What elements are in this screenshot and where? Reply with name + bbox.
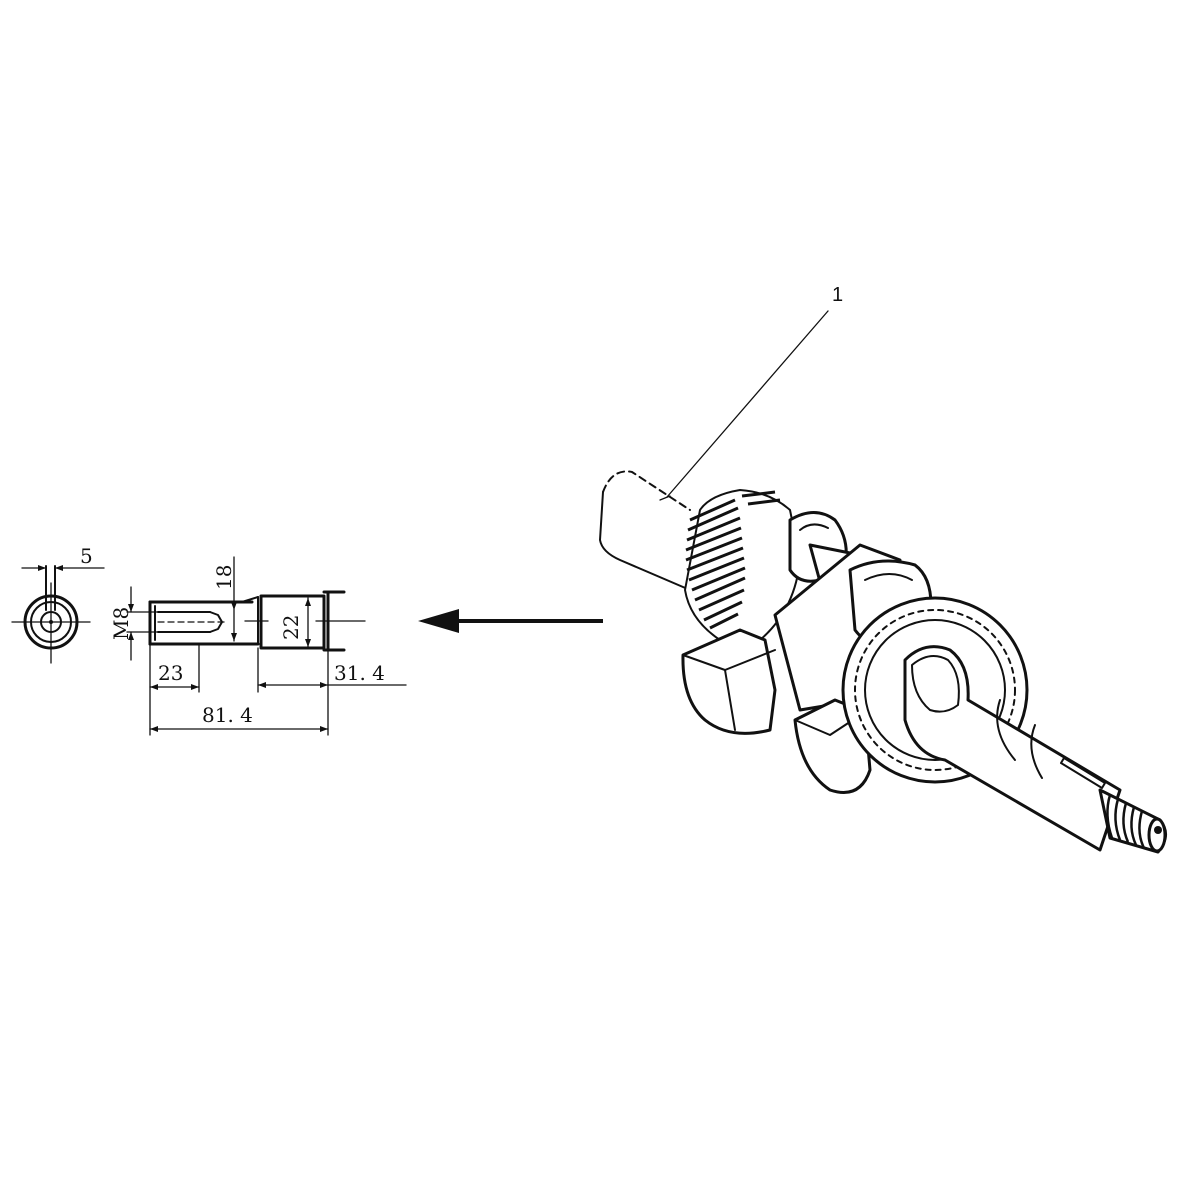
dim-shaft-diameter: 22 <box>279 615 303 640</box>
dim-overall-length: 81. 4 <box>202 703 253 727</box>
dim-thread-size: M8 <box>109 607 133 640</box>
callout-leader-line <box>666 310 829 498</box>
crankshaft-illustration <box>599 470 1167 854</box>
left-arrow-icon <box>418 609 603 633</box>
shaft-end-view <box>11 565 105 664</box>
dim-step-diameter: 18 <box>212 565 236 590</box>
dim-thread-length: 23 <box>158 661 183 685</box>
callout-label-1: 1 <box>832 284 843 306</box>
dim-shoulder-length: 31. 4 <box>334 661 385 685</box>
dim-keyway-width: 5 <box>80 544 93 568</box>
shaft-side-view <box>126 556 407 736</box>
